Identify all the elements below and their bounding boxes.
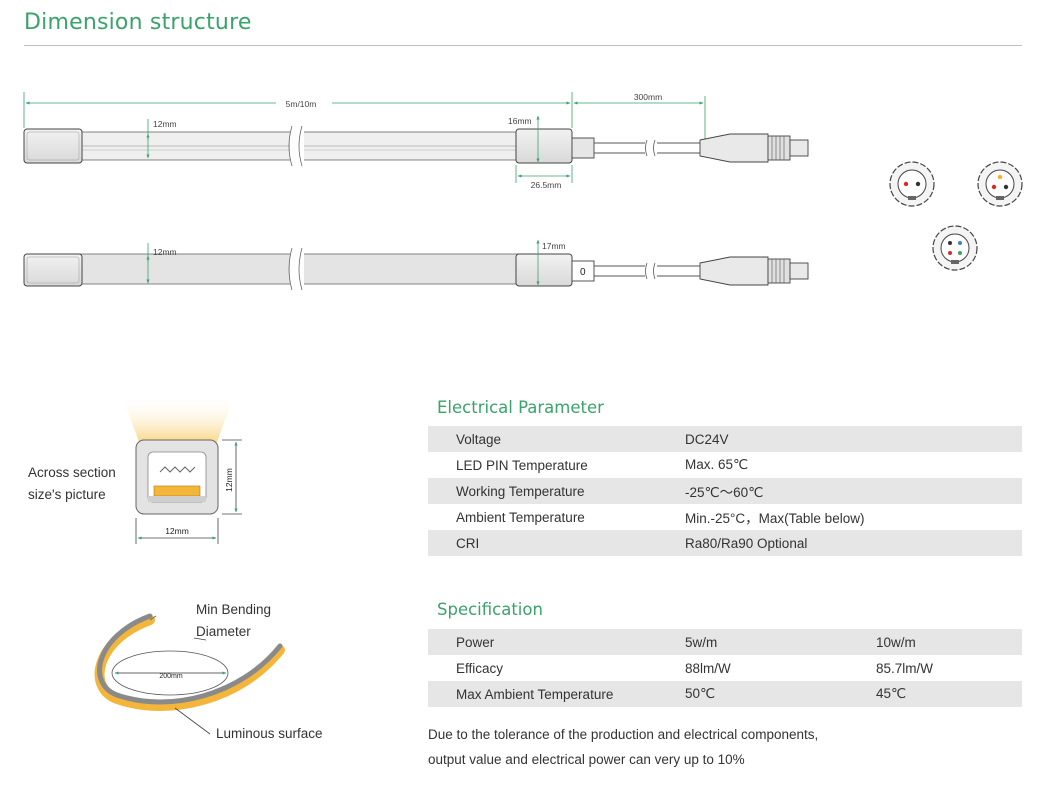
cross-width-label: 12mm — [165, 526, 189, 536]
note-line-1: Due to the tolerance of the production a… — [428, 727, 819, 742]
spec-name: Max Ambient Temperature — [428, 681, 685, 707]
cross-section-drawing: 12mm 12mm — [122, 396, 242, 544]
param-name: LED PIN Temperature — [456, 457, 588, 473]
table-row: LED PIN Temperature Max. 65℃ — [428, 452, 1022, 478]
bottom-strip-drawing: 12mm 17mm 0 — [23, 239, 809, 291]
electrical-table: Voltage DC24V LED PIN Temperature Max. 6… — [428, 426, 1022, 556]
cap-height-label-top: 16mm — [508, 116, 532, 126]
table-row: Working Temperature -25℃～60℃ — [428, 478, 1022, 504]
spec-value-5w: 88lm/W — [685, 660, 731, 676]
spec-value-10w: 45℃ — [876, 681, 1022, 707]
param-name: Voltage — [428, 426, 685, 452]
cap-height-label-bottom: 17mm — [542, 241, 566, 251]
specification-title: Specification — [437, 600, 543, 619]
table-row: Voltage DC24V — [428, 426, 1022, 452]
spec-value-5w: 5w/m — [685, 629, 876, 655]
param-value: Min.-25°C，Max(Table below) — [685, 511, 865, 526]
param-name: Ambient Temperature — [456, 509, 585, 525]
table-row: Max Ambient Temperature 50℃ 45℃ — [428, 681, 1022, 707]
cap-length-label: 26.5mm — [531, 180, 562, 190]
cross-section-caption: Across section size's picture — [28, 462, 116, 506]
param-name: Working Temperature — [428, 478, 685, 504]
cable-length-label: 300mm — [634, 92, 662, 102]
cross-height-label: 12mm — [224, 468, 234, 492]
spec-value-10w: 10w/m — [876, 629, 1022, 655]
specification-table: Power 5w/m 10w/m Efficacy 88lm/W 85.7lm/… — [428, 629, 1022, 707]
spec-name: Efficacy — [456, 660, 504, 676]
spec-value-10w: 85.7lm/W — [876, 660, 934, 676]
switch-mark: 0 — [580, 267, 586, 278]
table-row: CRI Ra80/Ra90 Optional — [428, 530, 1022, 556]
length-label: 5m/10m — [286, 99, 317, 109]
title-divider — [24, 45, 1022, 46]
bending-drawing: 200mm — [94, 613, 285, 735]
luminous-surface-label: Luminous surface — [216, 726, 323, 741]
bending-title-line-2: Diameter — [196, 624, 251, 639]
table-row: Power 5w/m 10w/m — [428, 629, 1022, 655]
page-title: Dimension structure — [24, 10, 252, 35]
caption-line-1: Across section — [28, 465, 116, 480]
table-row: Efficacy 88lm/W 85.7lm/W — [428, 655, 1022, 681]
bending-title-line-1: Min Bending — [196, 602, 272, 617]
param-name: CRI — [428, 530, 685, 556]
width-label-bottom: 12mm — [153, 247, 177, 257]
tolerance-note: Due to the tolerance of the production a… — [428, 722, 818, 772]
connector-face-3pin — [977, 161, 1023, 207]
connector-face-4pin — [932, 225, 978, 271]
electrical-title: Electrical Parameter — [437, 398, 604, 417]
diameter-label: 200mm — [159, 673, 183, 680]
connector-face-2pin — [889, 161, 935, 207]
param-value: Ra80/Ra90 Optional — [685, 530, 1022, 556]
note-line-2: output value and electrical power can ve… — [428, 752, 745, 767]
caption-line-2: size's picture — [28, 487, 106, 502]
bending-title: Min Bending Diameter — [196, 599, 271, 643]
param-value: Max. 65℃ — [685, 457, 749, 472]
spec-name: Power — [428, 629, 685, 655]
spec-value-5w: 50℃ — [685, 681, 876, 707]
width-label-top: 12mm — [153, 119, 177, 129]
table-row: Ambient Temperature Min.-25°C，Max(Table … — [428, 504, 1022, 530]
param-value: DC24V — [685, 426, 1022, 452]
top-strip-drawing: 5m/10m 300mm 12mm 16mm 26.5mm — [23, 92, 809, 190]
param-value: -25℃～60℃ — [685, 478, 1022, 504]
